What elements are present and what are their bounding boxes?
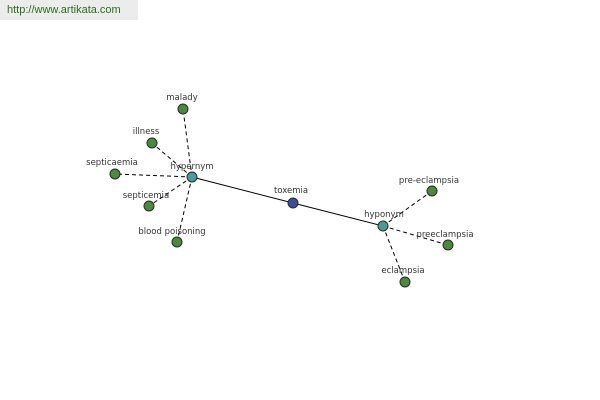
label-illness[interactable]: illness [133,127,160,137]
label-toxemia[interactable]: toxemia [274,186,308,196]
edge-hypernym-malady [182,108,193,178]
label-septicaemia[interactable]: septicaemia [86,158,138,168]
edges-layer [114,108,449,283]
edge-hypernym-septicaemia [114,173,193,178]
edge-hyponym-pre-eclampsia [382,190,433,227]
source-url[interactable]: http://www.artikata.com [0,0,138,20]
node-eclampsia[interactable] [399,276,411,288]
edge-toxemia-hypernym [191,176,294,204]
node-hyponym[interactable] [377,220,389,232]
node-preeclampsia[interactable] [442,239,454,251]
label-pre-eclampsia[interactable]: pre-eclampsia [399,176,459,186]
node-septicaemia[interactable] [109,168,121,180]
node-pre-eclampsia[interactable] [426,185,438,197]
edge-hypernym-septicemia [148,176,193,207]
nodes-layer [109,103,454,288]
label-malady[interactable]: malady [166,93,198,103]
edge-hypernym-illness [151,142,193,178]
node-septicemia[interactable] [143,200,155,212]
node-malady[interactable] [177,103,189,115]
edge-hyponym-preeclampsia [382,225,449,246]
node-illness[interactable] [146,137,158,149]
label-hyponym[interactable]: hyponym [364,210,404,220]
label-preeclampsia[interactable]: preeclampsia [416,230,473,240]
label-septicemia[interactable]: septicemia [123,191,170,201]
label-hypernym[interactable]: hypernym [170,162,213,172]
label-eclampsia[interactable]: eclampsia [381,266,424,276]
label-blood-poisoning[interactable]: blood poisoning [138,227,205,237]
edge-toxemia-hyponym [292,202,384,227]
node-hypernym[interactable] [186,171,198,183]
node-blood-poisoning[interactable] [171,236,183,248]
edge-hyponym-eclampsia [382,225,406,283]
node-toxemia[interactable] [287,197,299,209]
labels-layer: toxemia hypernym hyponym malady illness … [86,93,473,276]
